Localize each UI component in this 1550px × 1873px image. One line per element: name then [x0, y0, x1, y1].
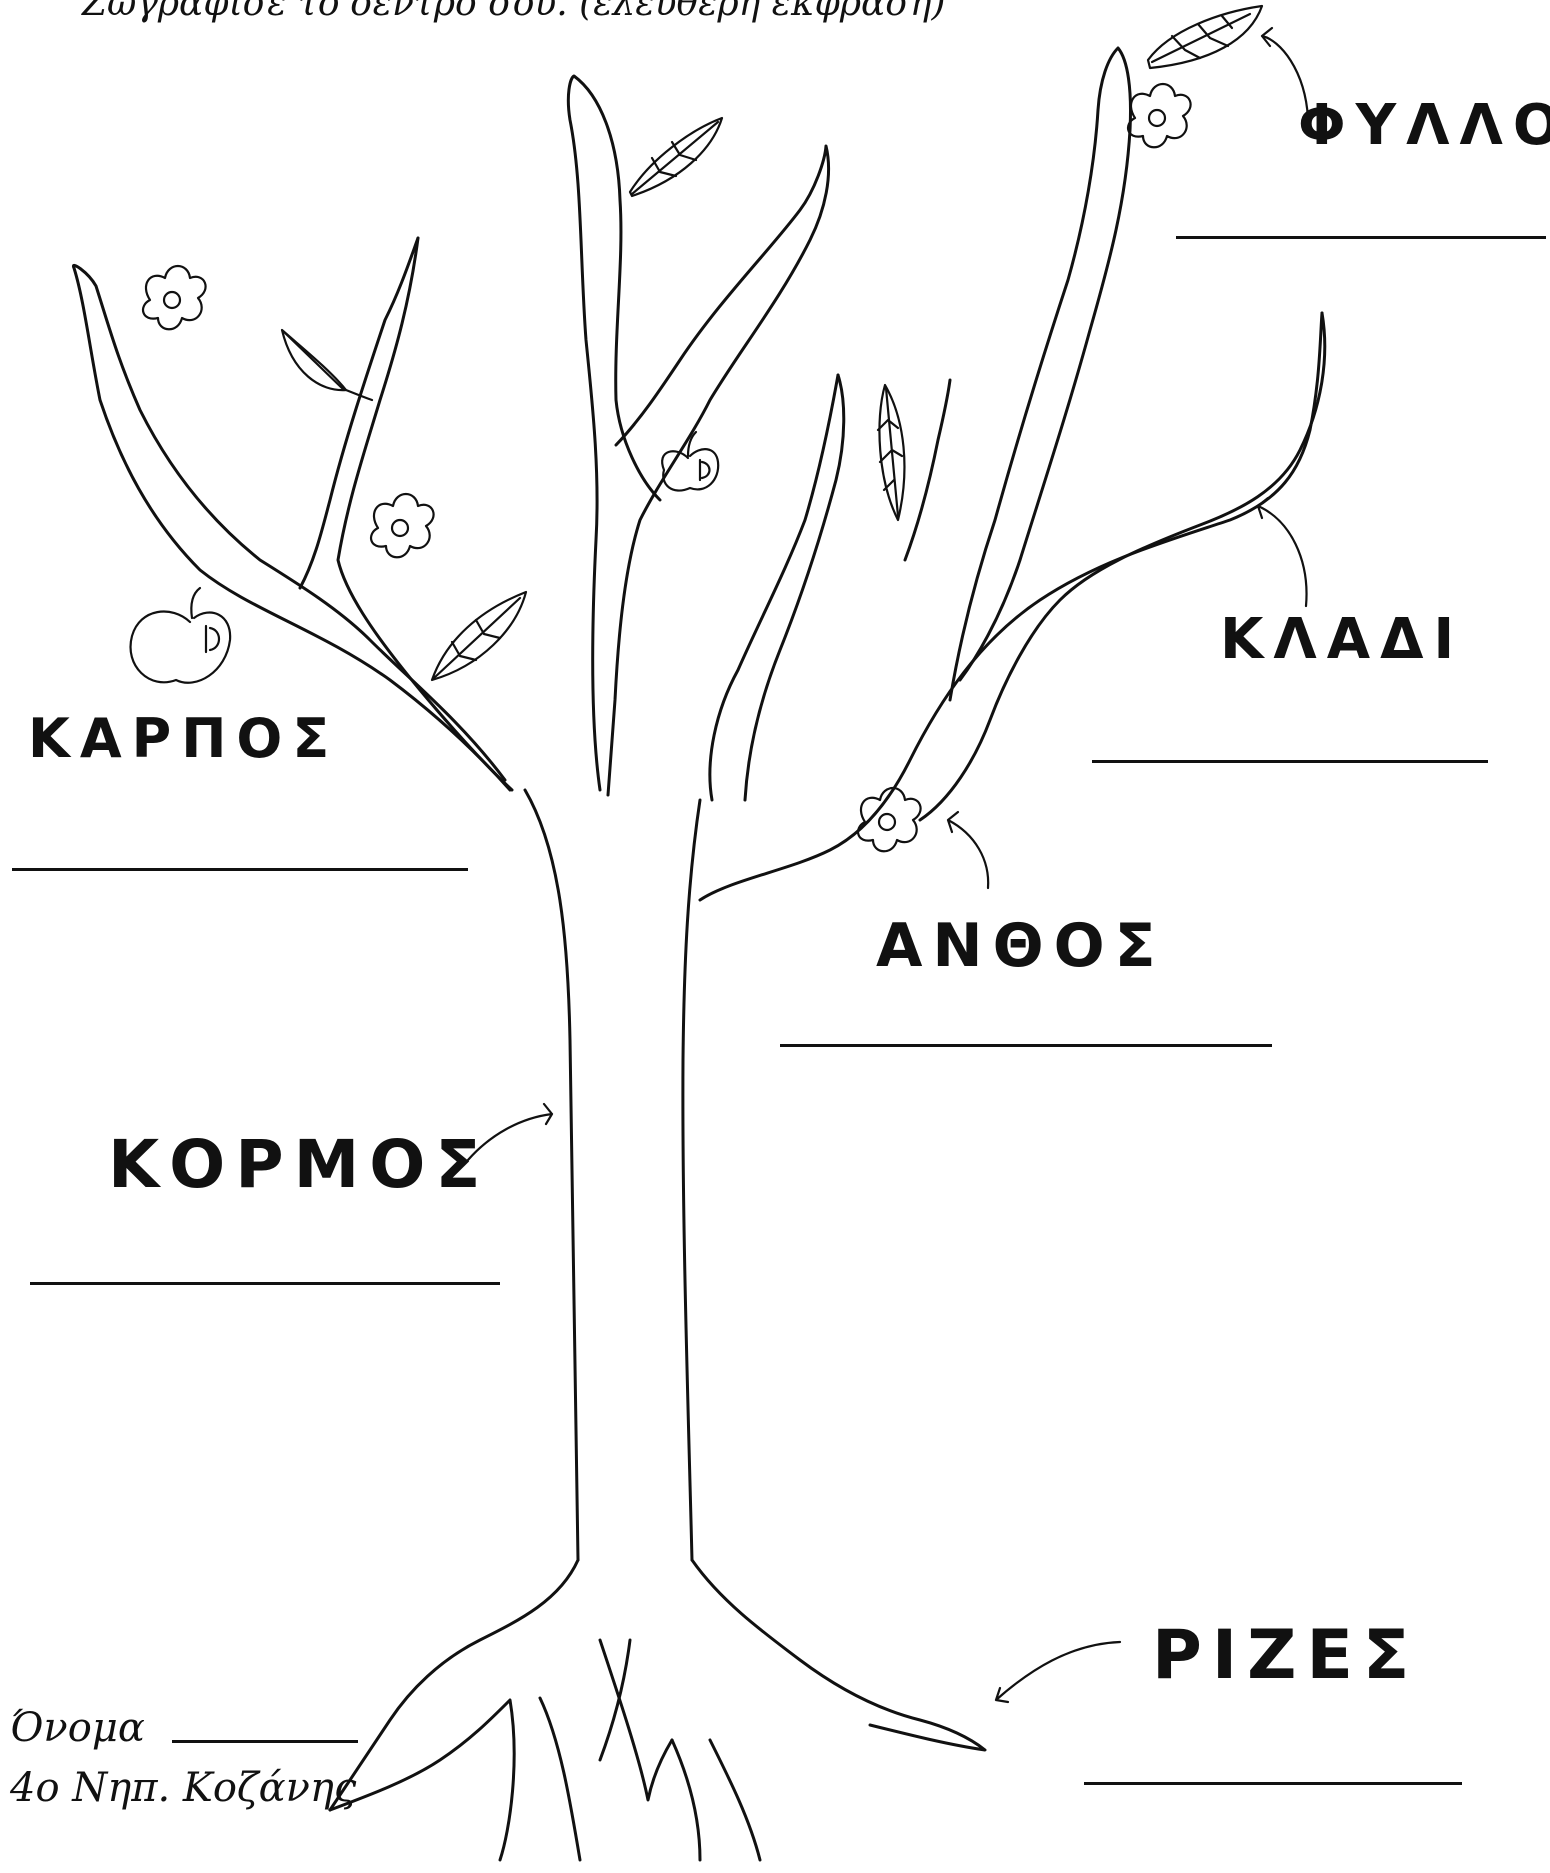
apple-center [662, 432, 718, 491]
leaf-left [282, 330, 372, 400]
leaf-top-right [1148, 6, 1262, 68]
apple-left [131, 588, 231, 683]
answer-line-branch[interactable] [1092, 760, 1488, 763]
answer-line-flower[interactable] [780, 1044, 1272, 1047]
answer-line-roots[interactable] [1084, 1782, 1462, 1785]
arrow-flower [948, 812, 988, 888]
answer-line-leaf[interactable] [1176, 236, 1546, 239]
tree-branch-right-top [950, 48, 1131, 700]
tree-trunk [525, 790, 700, 1560]
name-line[interactable] [172, 1740, 358, 1743]
label-trunk: ΚΟΡΜΟΣ [108, 1132, 491, 1198]
flower-middle-left [371, 494, 434, 557]
arrow-roots [996, 1642, 1120, 1702]
label-branch: ΚΛΑΔΙ [1220, 612, 1464, 668]
leaf-center [630, 118, 722, 196]
answer-line-fruit[interactable] [12, 868, 468, 871]
school-name: 4ο Νηπ. Κοζάνης [10, 1768, 356, 1808]
name-prompt: Όνομα [10, 1708, 145, 1748]
label-leaf: ΦΥΛΛΟ [1298, 98, 1550, 154]
instruction-text: Ζωγράφισε το δέντρο σου. (ελεύθερη έκφρα… [82, 0, 946, 22]
answer-line-trunk[interactable] [30, 1282, 500, 1285]
label-roots: ΡΙΖΕΣ [1152, 1622, 1419, 1690]
label-fruit: ΚΑΡΠΟΣ [28, 712, 339, 766]
tree-roots [330, 1560, 985, 1860]
flower-top-left [143, 266, 206, 329]
label-flower: ΑΝΘΟΣ [876, 916, 1166, 976]
leaf-lower-left [432, 592, 526, 680]
tree-branch-center-right [710, 375, 950, 800]
tree-branch-center [568, 76, 828, 795]
flower-top-right [1128, 84, 1191, 147]
leaf-center-right [878, 385, 904, 520]
arrow-branch [1258, 498, 1307, 606]
